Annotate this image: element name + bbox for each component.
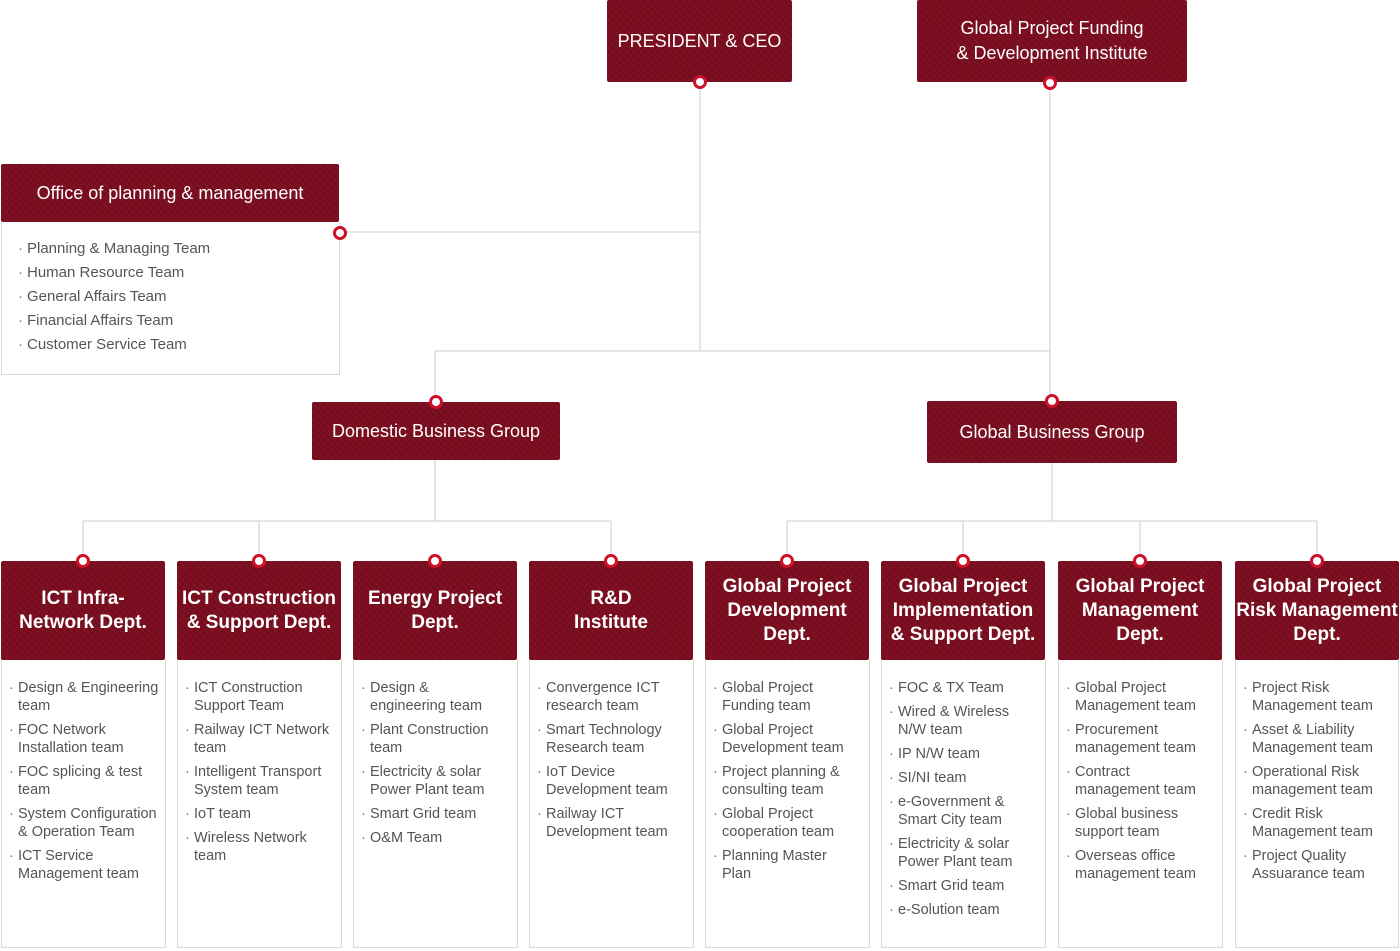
dept-label: Global Project Risk Management Dept. — [1236, 575, 1398, 645]
list-item: SI/NI team — [889, 769, 1041, 787]
connector-dot — [252, 554, 266, 568]
list-item: Planning & Managing Team — [18, 240, 339, 258]
dept-ict-infra-team-list: Design & Engineering team FOC Network In… — [1, 660, 166, 948]
domestic-group-label: Domestic Business Group — [331, 421, 541, 441]
list-item: Smart Grid team — [361, 805, 513, 823]
list-item: Overseas office management team — [1066, 847, 1218, 883]
dept-global-development-box: Global Project Development Dept. — [705, 561, 869, 660]
list-item: General Affairs Team — [18, 288, 339, 306]
dept-ict-construction-team-list: ICT Construction Support Team Railway IC… — [177, 660, 342, 948]
office-team-list: Planning & Managing Team Human Resource … — [1, 222, 340, 375]
list-item: Financial Affairs Team — [18, 312, 339, 330]
list-item: Global Project Development team — [713, 721, 865, 757]
list-item: IP N/W team — [889, 745, 1041, 763]
dept-rd-institute-team-list: Convergence ICT research team Smart Tech… — [529, 660, 694, 948]
list-item: FOC Network Installation team — [9, 721, 161, 757]
global-group-box: Global Business Group — [927, 401, 1177, 463]
list-item: Electricity & solar Power Plant team — [889, 835, 1041, 871]
list-item: Operational Risk management team — [1243, 763, 1394, 799]
dept-global-implementation-team-list: FOC & TX Team Wired & Wireless N/W team … — [881, 660, 1046, 948]
list-item: Wired & Wireless N/W team — [889, 703, 1041, 739]
list-item: Planning Master Plan — [713, 847, 865, 883]
list-item: Intelligent Transport System team — [185, 763, 337, 799]
list-item: Design & Engineering team — [9, 679, 161, 715]
connector-dot — [1310, 554, 1324, 568]
list-item: Project Quality Assuarance team — [1243, 847, 1394, 883]
connector-dot — [780, 554, 794, 568]
dept-global-risk-team-list: Project Risk Management team Asset & Lia… — [1235, 660, 1399, 948]
list-item: Global Project Management team — [1066, 679, 1218, 715]
dept-rd-institute-box: R&D Institute — [529, 561, 693, 660]
dept-global-management-box: Global Project Management Dept. — [1058, 561, 1222, 660]
list-item: Convergence ICT research team — [537, 679, 689, 715]
connector-dot — [1133, 554, 1147, 568]
list-item: Global business support team — [1066, 805, 1218, 841]
dept-energy-project-box: Energy Project Dept. — [353, 561, 517, 660]
list-item: Procurement management team — [1066, 721, 1218, 757]
dept-global-management-team-list: Global Project Management team Procureme… — [1058, 660, 1223, 948]
connector-dot — [76, 554, 90, 568]
list-item: Customer Service Team — [18, 336, 339, 354]
dept-label: Global Project Development Dept. — [722, 575, 852, 645]
dept-label: ICT Infra- Network Dept. — [19, 587, 147, 633]
list-item: Design & engineering team — [361, 679, 513, 715]
list-item: Contract management team — [1066, 763, 1218, 799]
dept-ict-infra-box: ICT Infra- Network Dept. — [1, 561, 165, 660]
dept-global-implementation-box: Global Project Implementation & Support … — [881, 561, 1045, 660]
list-item: Asset & Liability Management team — [1243, 721, 1394, 757]
list-item: Project Risk Management team — [1243, 679, 1394, 715]
president-ceo-box: PRESIDENT & CEO — [607, 0, 792, 82]
connector-dot — [1043, 76, 1057, 90]
connector-dot — [333, 226, 347, 240]
domestic-group-box: Domestic Business Group — [312, 402, 560, 460]
connector-dot — [429, 395, 443, 409]
list-item: Railway ICT Network team — [185, 721, 337, 757]
dept-energy-project-team-list: Design & engineering team Plant Construc… — [353, 660, 518, 948]
dept-label: Global Project Implementation & Support … — [890, 575, 1036, 645]
list-item: FOC splicing & test team — [9, 763, 161, 799]
president-ceo-label: PRESIDENT & CEO — [617, 30, 782, 51]
connector-dot — [428, 554, 442, 568]
dept-global-risk-box: Global Project Risk Management Dept. — [1235, 561, 1399, 660]
list-item: Project planning & consulting team — [713, 763, 865, 799]
dept-label: ICT Construction & Support Dept. — [181, 587, 337, 633]
office-box: Office of planning & management — [1, 164, 339, 222]
dept-label: Global Project Management Dept. — [1075, 575, 1205, 645]
connector-dot — [604, 554, 618, 568]
list-item: Human Resource Team — [18, 264, 339, 282]
list-item: Smart Technology Research team — [537, 721, 689, 757]
list-item: Credit Risk Management team — [1243, 805, 1394, 841]
list-item: Global Project cooperation team — [713, 805, 865, 841]
connector-dot — [956, 554, 970, 568]
list-item: Wireless Network team — [185, 829, 337, 865]
dept-label: R&D Institute — [574, 587, 648, 633]
dept-ict-construction-box: ICT Construction & Support Dept. — [177, 561, 341, 660]
connector-dot — [1045, 394, 1059, 408]
list-item: ICT Construction Support Team — [185, 679, 337, 715]
dept-global-development-team-list: Global Project Funding team Global Proje… — [705, 660, 870, 948]
list-item: FOC & TX Team — [889, 679, 1041, 697]
list-item: Global Project Funding team — [713, 679, 865, 715]
list-item: Electricity & solar Power Plant team — [361, 763, 513, 799]
global-group-label: Global Business Group — [959, 422, 1145, 442]
list-item: System Configuration & Operation Team — [9, 805, 161, 841]
list-item: O&M Team — [361, 829, 513, 847]
connector-dot — [693, 75, 707, 89]
institute-box: Global Project Funding & Development Ins… — [917, 0, 1187, 82]
list-item: ICT Service Management team — [9, 847, 161, 883]
list-item: IoT Device Development team — [537, 763, 689, 799]
list-item: Plant Construction team — [361, 721, 513, 757]
list-item: IoT team — [185, 805, 337, 823]
office-label: Office of planning & management — [36, 182, 304, 203]
dept-label: Energy Project Dept. — [367, 587, 503, 633]
list-item: Smart Grid team — [889, 877, 1041, 895]
list-item: Railway ICT Development team — [537, 805, 689, 841]
list-item: e-Solution team — [889, 901, 1041, 919]
list-item: e-Government & Smart City team — [889, 793, 1041, 829]
institute-label: Global Project Funding & Development Ins… — [956, 18, 1148, 63]
